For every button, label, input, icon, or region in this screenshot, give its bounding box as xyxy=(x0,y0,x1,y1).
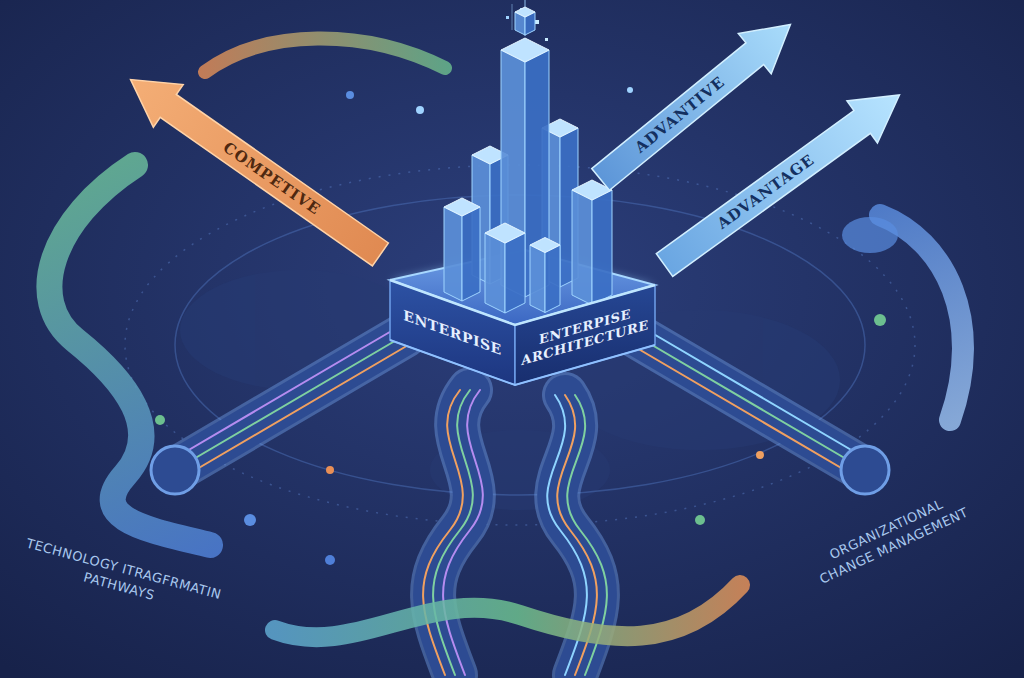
sparkle-dot xyxy=(326,466,334,474)
arrow-label: COMPETIVE xyxy=(220,139,323,218)
sparkle-dot xyxy=(155,415,165,425)
road-end xyxy=(841,446,889,494)
sparkle-dot xyxy=(416,106,424,114)
road-edge xyxy=(175,335,405,470)
tower-block xyxy=(515,7,535,35)
platform-label: ENTERPISE ARCHITECTURE xyxy=(521,301,649,369)
sparkles xyxy=(155,0,886,565)
sparkle-dot xyxy=(627,87,633,93)
swirl-ribbon xyxy=(205,38,445,72)
road-end xyxy=(151,446,199,494)
tower-block xyxy=(572,180,612,305)
face-text-slot: ENTERPISE xyxy=(390,280,515,385)
tower-block xyxy=(485,223,525,313)
tower-face xyxy=(485,233,505,313)
tower-face xyxy=(545,245,560,313)
road-lane xyxy=(170,326,400,461)
sparkle-dot xyxy=(695,515,705,525)
sparkle-dot xyxy=(325,555,335,565)
platform-face xyxy=(390,280,515,385)
sparkle-dot xyxy=(874,314,886,326)
road-lane xyxy=(443,390,483,675)
competitive-arrow: COMPETIVE xyxy=(114,57,396,278)
face-text-slot: ENTERPISE ARCHITECTURE xyxy=(515,285,655,385)
change-label: ORGANIZATIONAL CHANGE MANAGEMENT xyxy=(801,484,979,592)
tower-face xyxy=(572,190,592,305)
tower-top xyxy=(530,238,560,253)
road-lane xyxy=(630,344,860,479)
arrow-label: ADVANTAGE xyxy=(714,151,817,232)
arrow-text-slot: COMPETIVE xyxy=(163,97,380,260)
data-particle xyxy=(545,38,548,41)
data-particle xyxy=(535,20,539,24)
arrow-body xyxy=(649,74,914,286)
label-slot: ORGANIZATIONAL CHANGE MANAGEMENT xyxy=(801,484,979,592)
road-lane xyxy=(635,335,865,470)
road-edge xyxy=(635,335,865,470)
swirl-ribbon xyxy=(49,165,210,545)
road-band xyxy=(635,335,865,470)
swirl-ribbon xyxy=(275,585,740,637)
tower-block xyxy=(530,238,560,313)
road-lane xyxy=(640,326,870,461)
tower-face xyxy=(444,207,462,301)
tower-cluster xyxy=(444,7,612,313)
tower-face xyxy=(530,245,545,313)
tower-face xyxy=(505,233,525,313)
tower-top xyxy=(444,198,480,216)
data-particle xyxy=(506,16,509,19)
tower-top xyxy=(515,7,535,17)
arrow-text-slot: ADVANTAGE xyxy=(664,113,867,271)
tower-face xyxy=(462,207,480,301)
architecture-platform: ENTERPISEENTERPISE ARCHITECTURE xyxy=(375,270,665,395)
tower-top xyxy=(501,38,549,62)
tower-top xyxy=(485,223,525,243)
sparkle-dot xyxy=(346,91,354,99)
label-slot: TECHNOLOGY ITRAGFRMATIN PATHWAYS xyxy=(13,533,230,623)
arrow-text-slot: ADVANTIVE xyxy=(599,45,760,184)
tower-block xyxy=(444,198,480,301)
pathway-label: TECHNOLOGY ITRAGFRMATIN PATHWAYS xyxy=(13,533,230,623)
platform-face xyxy=(515,285,655,385)
tower-face xyxy=(592,190,612,305)
road-lane xyxy=(180,344,410,479)
swirl-blob xyxy=(842,217,898,253)
road-band xyxy=(175,335,405,470)
orbit-ring xyxy=(175,195,865,495)
light-beam xyxy=(512,4,513,30)
sparkle-dot xyxy=(244,514,256,526)
sparkle-dot xyxy=(756,451,764,459)
road-lane xyxy=(175,335,405,470)
arrow-body xyxy=(115,58,395,276)
arrow-label: ADVANTIVE xyxy=(631,73,727,156)
